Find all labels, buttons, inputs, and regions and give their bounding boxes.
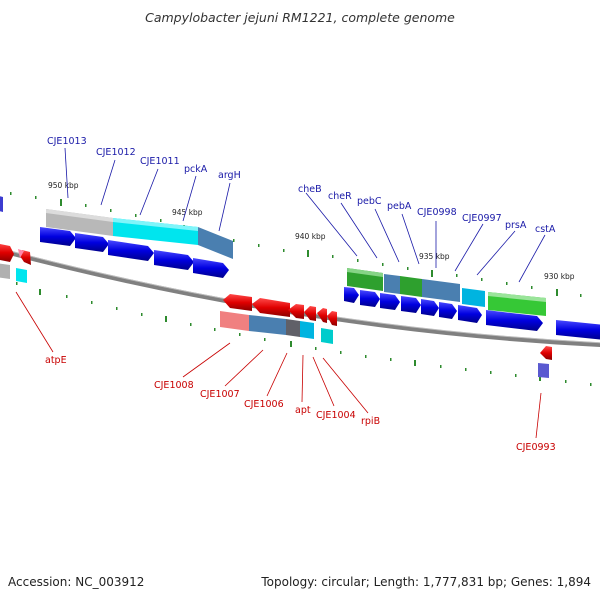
gene-label-reverse: CJE1007 <box>200 389 240 400</box>
scale-label: 940 kbp <box>295 232 326 241</box>
gene-label-forward: CJE1012 <box>96 147 136 158</box>
scale-ticks <box>10 192 592 386</box>
scale-label: 950 kbp <box>48 181 79 190</box>
gene-label-reverse: CJE1004 <box>316 410 356 421</box>
leader-lines-reverse <box>15 291 542 439</box>
scale-label: 930 kbp <box>544 272 575 281</box>
gene-label-reverse: rpiB <box>361 416 380 427</box>
gene-label-forward: CJE0998 <box>417 207 457 218</box>
leader-lines-forward <box>64 147 546 283</box>
gene-label-forward: cheR <box>328 191 352 202</box>
gene-label-forward: CJE1011 <box>140 156 180 167</box>
scale-label: 945 kbp <box>172 208 203 217</box>
gene-label-forward: cheB <box>298 184 322 195</box>
annotation-band-upper <box>0 196 233 259</box>
annotation-band-right <box>347 268 546 316</box>
reverse-genes-middle <box>223 294 337 326</box>
forward-genes-upper <box>40 227 229 278</box>
annotation-band-middle <box>220 311 333 344</box>
gene-label-forward: pckA <box>184 164 208 175</box>
gene-label-forward: pebA <box>387 201 412 212</box>
accession-text: Accession: NC_003912 <box>8 575 145 589</box>
gene-label-reverse: CJE0993 <box>516 442 556 453</box>
genome-summary-text: Topology: circular; Length: 1,777,831 bp… <box>261 575 591 589</box>
gene-label-forward: pebC <box>357 196 382 207</box>
gene-label-reverse: CJE1006 <box>244 399 284 410</box>
forward-genes-right <box>344 287 600 340</box>
left-cluster <box>0 244 31 283</box>
gene-label-forward: cstA <box>535 224 556 235</box>
gene-label-forward: prsA <box>505 220 527 231</box>
gene-label-forward: argH <box>218 170 241 181</box>
scale-label: 935 kbp <box>419 252 450 261</box>
gene-label-reverse: apt <box>295 405 311 416</box>
gene-label-forward: CJE0997 <box>462 213 502 224</box>
gene-label-reverse: atpE <box>45 355 67 366</box>
gene-label-forward: CJE1013 <box>47 136 87 147</box>
map-title: Campylobacter jejuni RM1221, complete ge… <box>145 10 455 25</box>
gene-label-reverse: CJE1008 <box>154 380 194 391</box>
cje0993-cluster <box>538 346 552 378</box>
